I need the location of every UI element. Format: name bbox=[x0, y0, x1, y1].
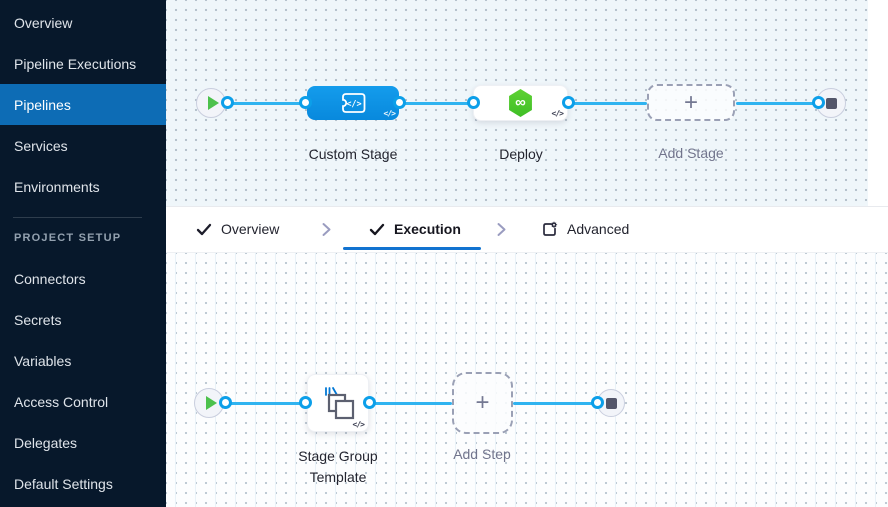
pipeline-start-node bbox=[196, 88, 226, 118]
sidebar-item-delegates[interactable]: Delegates bbox=[14, 434, 78, 451]
edge-start-stagegroup bbox=[225, 402, 305, 405]
tab-advanced[interactable]: Advanced bbox=[541, 207, 629, 251]
chevron-right-icon bbox=[322, 223, 331, 236]
play-icon bbox=[207, 96, 219, 110]
box-gear-icon bbox=[543, 221, 558, 236]
port-customstage-out[interactable] bbox=[393, 96, 406, 109]
sidebar-item-secrets[interactable]: Secrets bbox=[14, 311, 62, 328]
edge-customstage-deploy bbox=[399, 102, 473, 105]
infinity-glyph: ∞ bbox=[515, 93, 526, 111]
check-icon bbox=[196, 223, 212, 235]
active-tab-underline bbox=[343, 247, 481, 250]
stage-config-tabbar: Overview Execution Advanced bbox=[166, 206, 888, 253]
cd-hexagon-infinity-icon: ∞ bbox=[509, 89, 532, 117]
port-customstage-in[interactable] bbox=[299, 96, 312, 109]
project-setup-nav: Connectors Secrets Variables Access Cont… bbox=[0, 244, 166, 504]
template-code-badge: </> bbox=[383, 109, 396, 118]
stage-group-template-node[interactable]: </> bbox=[307, 374, 369, 432]
tab-overview-label: Overview bbox=[221, 221, 280, 237]
sidebar-item-access-control[interactable]: Access Control bbox=[14, 393, 109, 410]
tab-overview[interactable]: Overview bbox=[196, 207, 279, 251]
edge-deploy-addstage bbox=[568, 102, 647, 105]
edge-addstage-end bbox=[736, 102, 818, 105]
add-stage-button[interactable]: + bbox=[647, 84, 735, 121]
execution-flow-canvas[interactable]: </> + Stage Group Template Add Step bbox=[166, 253, 888, 507]
template-code-badge: </> bbox=[551, 109, 564, 118]
stop-icon bbox=[825, 97, 837, 109]
overlapping-squares-template-icon bbox=[325, 387, 355, 420]
svg-text:</>: </> bbox=[346, 100, 361, 110]
port-deploy-out[interactable] bbox=[562, 96, 575, 109]
check-icon bbox=[369, 223, 385, 235]
port-stagegroup-in[interactable] bbox=[299, 396, 312, 409]
tab-execution-label: Execution bbox=[394, 221, 461, 237]
primary-nav: Overview Pipeline Executions Pipelines S… bbox=[0, 0, 166, 207]
sidebar-item-connectors[interactable]: Connectors bbox=[14, 270, 86, 287]
chevron-right-icon bbox=[497, 223, 506, 236]
deploy-stage-label: Deploy bbox=[499, 146, 543, 162]
play-icon bbox=[205, 396, 217, 410]
add-step-label: Add Step bbox=[453, 446, 511, 462]
edge-stagegroup-addstep bbox=[369, 402, 452, 405]
sidebar-item-default-settings[interactable]: Default Settings bbox=[14, 475, 113, 492]
sidebar-item-services[interactable]: Services bbox=[14, 137, 68, 154]
port-deploy-in[interactable] bbox=[467, 96, 480, 109]
port-start-out[interactable] bbox=[219, 396, 232, 409]
plus-icon: + bbox=[683, 88, 698, 116]
add-step-button[interactable]: + bbox=[452, 372, 513, 434]
port-end-in[interactable] bbox=[812, 96, 825, 109]
edge-addstep-end bbox=[513, 402, 597, 405]
sidebar-item-pipeline-executions[interactable]: Pipeline Executions bbox=[14, 55, 137, 72]
stage-flow-canvas[interactable]: </> </> ∞ </> + Cu bbox=[166, 0, 868, 206]
edge-start-customstage bbox=[227, 102, 305, 105]
deploy-stage-node[interactable]: ∞ </> bbox=[473, 85, 568, 121]
port-stagegroup-out[interactable] bbox=[363, 396, 376, 409]
sidebar-item-overview[interactable]: Overview bbox=[14, 14, 73, 31]
project-setup-heading: PROJECT SETUP bbox=[14, 232, 122, 244]
port-start-out[interactable] bbox=[221, 96, 234, 109]
sidebar-item-pipelines[interactable]: Pipelines bbox=[0, 84, 166, 125]
pipeline-studio-main: </> </> ∞ </> + Cu bbox=[166, 0, 888, 507]
sidebar-item-variables[interactable]: Variables bbox=[14, 352, 72, 369]
sidebar-item-environments[interactable]: Environments bbox=[14, 178, 100, 195]
plus-icon: + bbox=[475, 389, 490, 416]
left-nav-sidebar: Overview Pipeline Executions Pipelines S… bbox=[0, 0, 166, 507]
port-end-in[interactable] bbox=[591, 396, 604, 409]
template-code-badge: </> bbox=[352, 420, 365, 429]
custom-stage-icon: </> bbox=[342, 93, 366, 113]
tab-execution[interactable]: Execution bbox=[369, 207, 461, 251]
custom-stage-node[interactable]: </> </> bbox=[307, 86, 399, 120]
stage-group-template-label: Stage Group Template bbox=[298, 448, 378, 485]
tab-advanced-label: Advanced bbox=[567, 221, 630, 237]
sidebar-divider bbox=[13, 217, 142, 218]
custom-stage-label: Custom Stage bbox=[308, 146, 398, 162]
add-stage-label: Add Stage bbox=[658, 145, 724, 161]
stop-icon bbox=[605, 397, 617, 409]
